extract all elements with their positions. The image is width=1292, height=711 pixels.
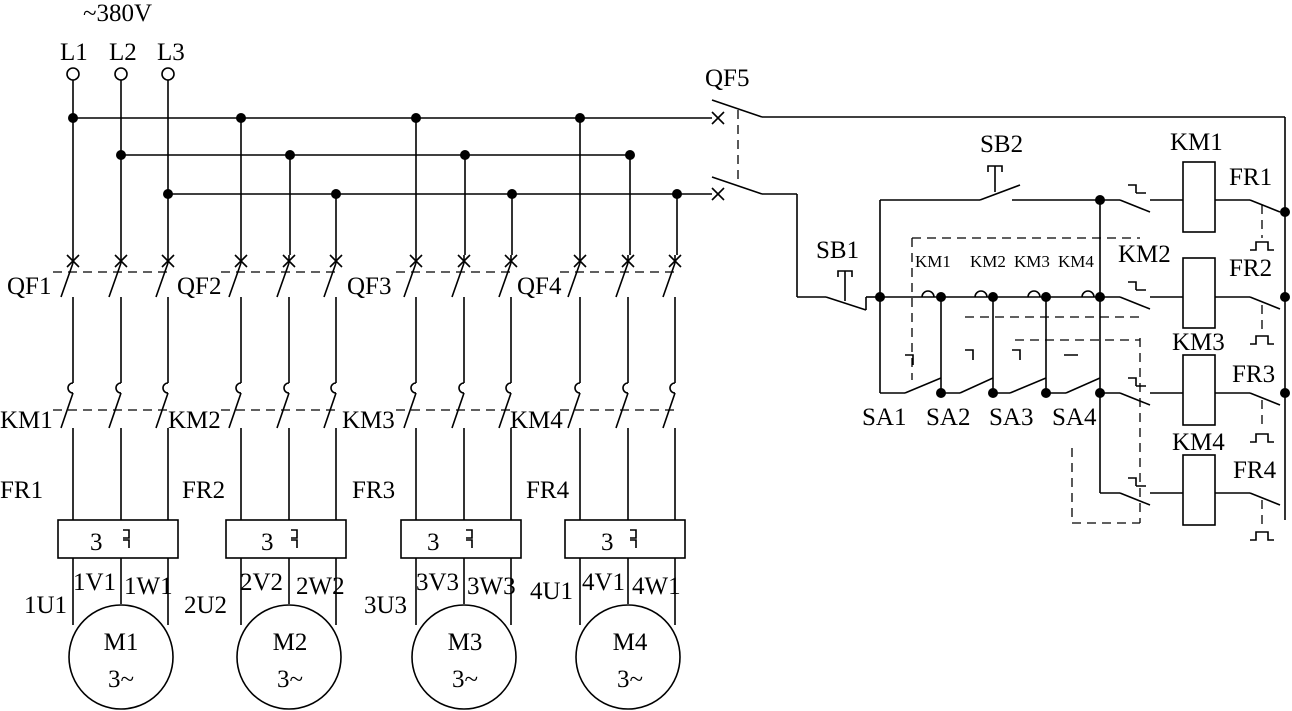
relay-fr1-label: FR1 (1229, 164, 1272, 191)
term-3u3: 3U3 (364, 592, 407, 619)
motor (236, 604, 342, 710)
qf4-label: QF4 (517, 273, 562, 300)
sa2-label: SA2 (926, 404, 970, 431)
motor-m1-type: 3~ (108, 666, 134, 693)
sb1-label: SB1 (816, 237, 859, 264)
terminal-l3 (161, 67, 175, 81)
coil-km1-label: KM1 (1170, 129, 1223, 156)
fr1-label: FR1 (0, 477, 43, 504)
motor-m1-label: M1 (104, 629, 139, 656)
sa1-label: SA1 (862, 404, 906, 431)
fr3-num: 3 (427, 529, 440, 556)
coil-km2-label: KM2 (1118, 241, 1171, 268)
motor-m2-type: 3~ (277, 666, 303, 693)
coil-km4-label: KM4 (1172, 429, 1225, 456)
km3-label: KM3 (342, 407, 395, 434)
sa3-label: SA3 (989, 404, 1033, 431)
feeder-m3 (396, 254, 522, 710)
motor (411, 604, 517, 710)
term-3w3: 3W3 (467, 573, 516, 600)
aux-km2: KM2 (970, 252, 1006, 271)
fr4-num: 3 (601, 529, 614, 556)
feeder-m4 (560, 254, 686, 710)
motor-m2-label: M2 (273, 629, 308, 656)
term-3v3: 3V3 (416, 569, 459, 596)
coil-km3-label: KM3 (1172, 329, 1225, 356)
terminal-l1 (66, 67, 80, 81)
motor (68, 604, 174, 710)
relay-fr3-label: FR3 (1232, 361, 1275, 388)
qf5-label: QF5 (705, 65, 749, 92)
term-2w2: 2W2 (296, 573, 345, 600)
motor (575, 604, 681, 710)
thermal-relay (400, 519, 522, 625)
fr4-label: FR4 (526, 477, 570, 504)
term-1v1: 1V1 (73, 569, 116, 596)
motor-m4-label: M4 (613, 629, 648, 656)
term-2u2: 2U2 (184, 592, 227, 619)
supply-voltage: ~380V (83, 0, 152, 27)
thermal-relay (225, 519, 347, 625)
phase-l1-label: L1 (60, 39, 88, 66)
contactor-contacts (53, 382, 169, 520)
feeder-m2 (221, 254, 347, 710)
contactor-contacts (221, 382, 337, 520)
term-4v1: 4V1 (582, 569, 625, 596)
term-1u1: 1U1 (24, 592, 67, 619)
fr2-num: 3 (261, 529, 274, 556)
motor-m3-label: M3 (448, 629, 483, 656)
relay-fr4-label: FR4 (1233, 457, 1277, 484)
qf3-label: QF3 (347, 273, 391, 300)
sb2-label: SB2 (980, 131, 1023, 158)
km2-label: KM2 (168, 407, 221, 434)
motor-m3-type: 3~ (452, 666, 478, 693)
phase-l3-label: L3 (157, 39, 185, 66)
fr2-label: FR2 (182, 477, 225, 504)
feeder-m1 (53, 254, 179, 710)
fr3-label: FR3 (352, 477, 395, 504)
feeders (53, 254, 686, 710)
phase-l2-label: L2 (109, 39, 137, 66)
term-4w1: 4W1 (632, 573, 681, 600)
term-1w1: 1W1 (124, 573, 173, 600)
breaker-contacts (53, 254, 175, 383)
terminal-l2 (114, 67, 128, 81)
qf2-label: QF2 (177, 273, 221, 300)
term-2v2: 2V2 (240, 569, 283, 596)
km1-label: KM1 (0, 407, 53, 434)
term-4u1: 4U1 (530, 578, 573, 605)
breaker-contacts (221, 254, 343, 383)
contactor-contacts (560, 382, 676, 520)
aux-km1: KM1 (915, 252, 951, 271)
sa4-label: SA4 (1052, 404, 1097, 431)
bus-bars (68, 113, 712, 255)
breaker-contacts (560, 254, 682, 383)
motor-m4-type: 3~ (617, 666, 643, 693)
qf1-label: QF1 (7, 273, 51, 300)
thermal-relay (57, 519, 179, 625)
supply-lines (66, 67, 175, 255)
coil-rungs (1071, 161, 1290, 541)
aux-km3: KM3 (1014, 252, 1050, 271)
fr1-num: 3 (90, 529, 103, 556)
main-breaker-qf5: QF5 (705, 65, 1286, 520)
control-circuit: SB1 SB2 KM1 KM2 KM3 KM4 (796, 129, 1290, 541)
aux-km4: KM4 (1058, 252, 1094, 271)
contactor-contacts (396, 382, 512, 520)
relay-fr2-label: FR2 (1229, 255, 1272, 282)
km4-label: KM4 (510, 407, 563, 434)
thermal-relay (564, 519, 686, 625)
breaker-contacts (396, 254, 518, 383)
